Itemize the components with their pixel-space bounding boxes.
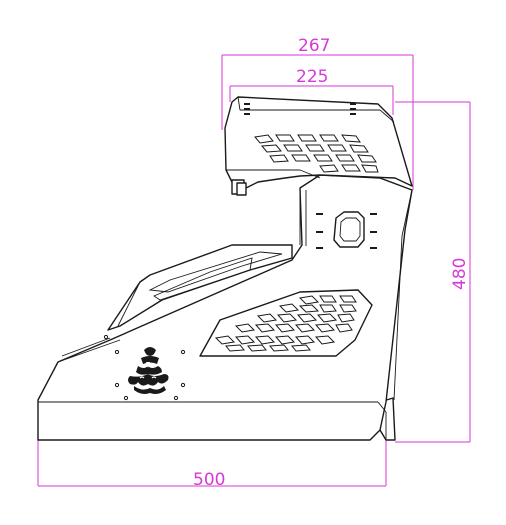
dimension-label-500: 500 xyxy=(193,470,225,490)
dimension-label-480: 480 xyxy=(450,258,470,290)
side-rail xyxy=(107,244,293,331)
upper-hood xyxy=(224,96,413,189)
column-features xyxy=(316,211,377,249)
dimension-label-225: 225 xyxy=(296,67,328,87)
dimension-lines xyxy=(37,54,471,487)
dimension-label-267: 267 xyxy=(298,36,330,56)
desert-rally-logo-icon xyxy=(128,347,169,394)
base-hex-panel xyxy=(199,289,373,357)
hood-slots xyxy=(244,103,356,115)
base-rivets xyxy=(103,334,186,401)
hood-hex-mesh xyxy=(254,134,379,173)
column-window xyxy=(333,211,365,248)
